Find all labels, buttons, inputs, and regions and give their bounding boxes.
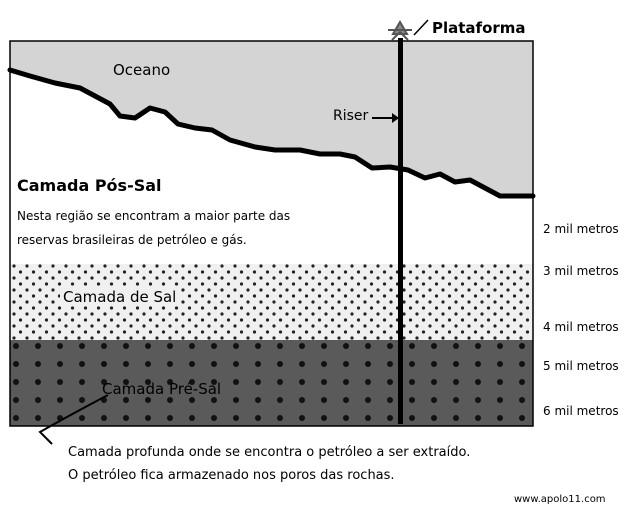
- pre-salt-dots: [10, 340, 533, 426]
- riser-pipe: [398, 38, 403, 424]
- diagram-frame: [9, 40, 534, 427]
- platform-icon: [388, 20, 412, 41]
- depth-label: 3 mil metros: [543, 264, 619, 278]
- riser-arrow: [372, 113, 399, 123]
- salt-layer-label: Camada de Sal: [60, 288, 180, 306]
- depth-label: 6 mil metros: [543, 404, 619, 418]
- caption-line2: O petróleo fica armazenado nos poros das…: [68, 468, 395, 483]
- seabed-line: [7, 67, 536, 199]
- depth-label: 5 mil metros: [543, 359, 619, 373]
- depth-label: 2 mil metros: [543, 222, 619, 236]
- depth-label: 4 mil metros: [543, 320, 619, 334]
- credit-text: www.apolo11.com: [514, 494, 606, 505]
- ocean-label: Oceano: [113, 61, 171, 79]
- caption-line1: Camada profunda onde se encontra o petró…: [68, 445, 471, 460]
- post-salt-title: Camada Pós-Sal: [17, 176, 162, 195]
- post-salt-desc-line2: reservas brasileiras de petróleo e gás.: [17, 233, 247, 247]
- riser-label: Riser: [333, 108, 369, 124]
- pre-salt-layer-label: Camada Pré-Sal: [102, 380, 222, 398]
- platform-pointer: [413, 19, 429, 36]
- pre-salt-pointer: [38, 394, 109, 445]
- post-salt-desc-line1: Nesta região se encontram a maior parte …: [17, 209, 291, 223]
- platform-label: Plataforma: [432, 19, 526, 37]
